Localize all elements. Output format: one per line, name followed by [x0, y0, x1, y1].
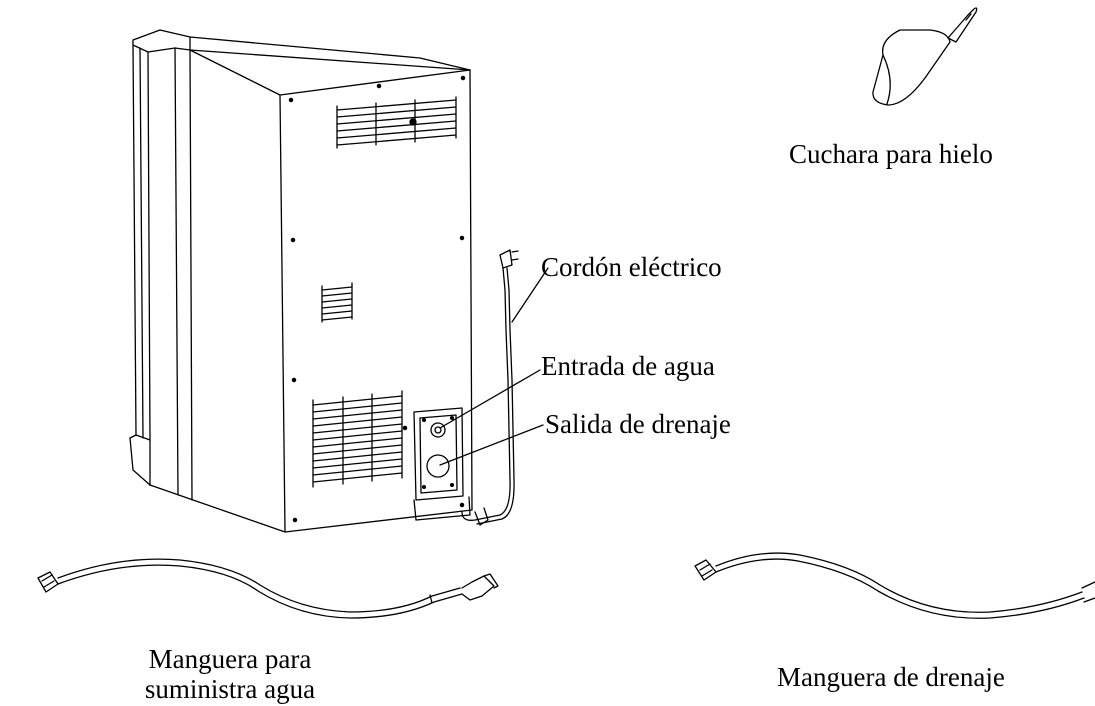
- water-supply-hose: [37, 558, 499, 619]
- ice-scoop-label: Cuchara para hielo: [789, 139, 993, 169]
- power-cord: [461, 249, 519, 525]
- drain-hose-label: Manguera de drenaje: [777, 662, 1005, 692]
- power-cord-label: Cordón eléctrico: [541, 252, 722, 282]
- supply-hose-label-line2: suministra agua: [144, 674, 316, 704]
- drain-outlet-port: [426, 454, 450, 478]
- supply-hose-label-line1: Manguera para: [148, 644, 312, 674]
- water-inlet-port: [430, 422, 446, 438]
- lower-vent: [312, 390, 403, 488]
- water-inlet-label: Entrada de agua: [541, 351, 715, 381]
- drain-outlet-label: Salida de drenaje: [545, 409, 731, 439]
- upper-vent: [336, 96, 457, 149]
- drain-outlet-leader: [439, 424, 544, 466]
- ice-scoop: [872, 7, 978, 106]
- leader-lines: [439, 267, 549, 466]
- water-inlet-leader: [439, 369, 541, 429]
- drain-hose: [694, 552, 1095, 619]
- middle-vent: [321, 282, 353, 323]
- ice-maker-unit: [129, 29, 489, 533]
- power-cord-leader: [511, 267, 549, 323]
- connection-plate: [413, 407, 471, 521]
